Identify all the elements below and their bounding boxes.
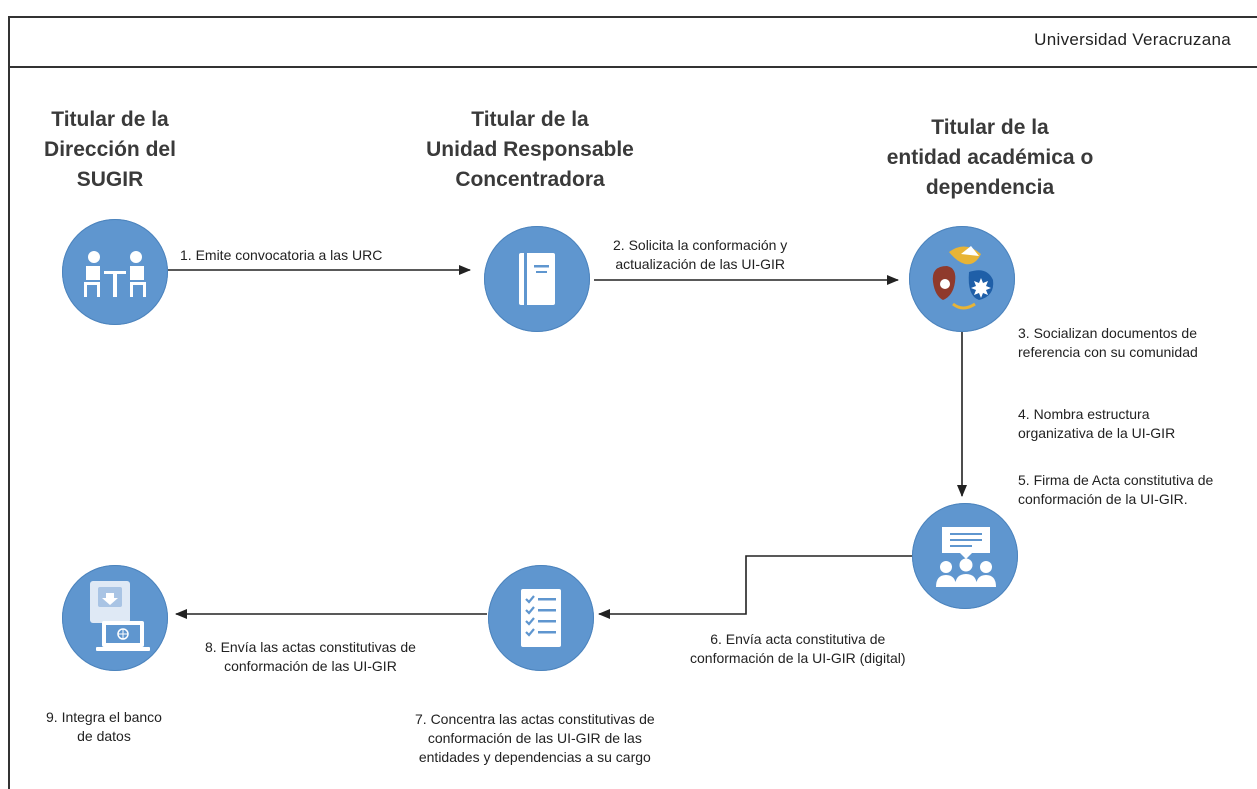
actor-header-line: Titular de la (471, 108, 589, 131)
step-label-line: conformación de las UI-GIR de las (427, 730, 642, 746)
actor-header-line: dependencia (925, 176, 1055, 199)
actor-header-line: entidad académica o (886, 146, 1094, 169)
step-label-line: 7. Concentra las actas constitutivas de (415, 711, 655, 727)
step-label-line: 1. Emite convocatoria a las URC (180, 247, 383, 263)
step-5-label: 5. Firma de Acta constitutiva de conform… (1018, 471, 1213, 509)
meeting-icon (62, 219, 168, 325)
actor-header-urc: Titular de la Unidad Responsable Concent… (400, 105, 660, 195)
step-label-line: de datos (77, 728, 131, 744)
step-label-line: 4. Nombra estructura (1018, 406, 1150, 422)
step-label-line: 8. Envía las actas constitutivas de (205, 639, 416, 655)
step-label-line: 6. Envía acta constitutiva de (710, 631, 886, 647)
database-laptop-icon (62, 565, 168, 671)
step-2-label: 2. Solicita la conformación y actualizac… (613, 236, 787, 274)
actor-header-line: Dirección del (44, 138, 176, 161)
frame-left-border (8, 16, 10, 789)
actor-header-line: Titular de la (931, 116, 1049, 139)
step-label-line: actualización de las UI-GIR (615, 256, 785, 272)
actor-header-line: Titular de la (51, 108, 169, 131)
step-1-label: 1. Emite convocatoria a las URC (180, 246, 382, 265)
step-6-label: 6. Envía acta constitutiva de conformaci… (690, 630, 906, 668)
actor-header-line: Concentradora (455, 168, 605, 191)
step-3-label: 3. Socializan documentos de referencia c… (1018, 324, 1198, 362)
step-label-line: 5. Firma de Acta constitutiva de (1018, 472, 1214, 488)
checklist-icon (488, 565, 594, 671)
step-label-line: entidades y dependencias a su cargo (418, 749, 651, 765)
step-label-line: conformación de las UI-GIR (224, 658, 397, 674)
actor-header-line: SUGIR (76, 168, 144, 191)
step-label-line: 2. Solicita la conformación y (613, 237, 788, 253)
step-8-label: 8. Envía las actas constitutivas de conf… (205, 638, 416, 676)
arrow-step-6 (598, 555, 912, 619)
step-label-line: referencia con su comunidad (1018, 344, 1198, 360)
step-7-label: 7. Concentra las actas constitutivas de … (415, 710, 655, 767)
frame-top-border (8, 16, 1257, 18)
step-label-line: conformación de la UI-GIR. (1018, 491, 1188, 507)
institution-logo-icon (909, 226, 1015, 332)
step-label-line: 9. Integra el banco (46, 709, 162, 725)
binder-icon (484, 226, 590, 332)
organization-name: Universidad Veracruzana (1034, 30, 1231, 49)
step-9-label: 9. Integra el banco de datos (46, 708, 162, 746)
actor-header-entidad: Titular de la entidad académica o depend… (870, 113, 1110, 203)
step-label-line: conformación de la UI-GIR (digital) (690, 650, 906, 666)
step-4-label: 4. Nombra estructura organizativa de la … (1018, 405, 1175, 443)
actor-header-line: Unidad Responsable (426, 138, 634, 161)
header-divider (8, 66, 1257, 68)
step-label-line: organizativa de la UI-GIR (1018, 425, 1176, 441)
actor-header-sugir: Titular de la Dirección del SUGIR (20, 105, 200, 195)
presentation-audience-icon (912, 503, 1018, 609)
step-label-line: 3. Socializan documentos de (1018, 325, 1197, 341)
